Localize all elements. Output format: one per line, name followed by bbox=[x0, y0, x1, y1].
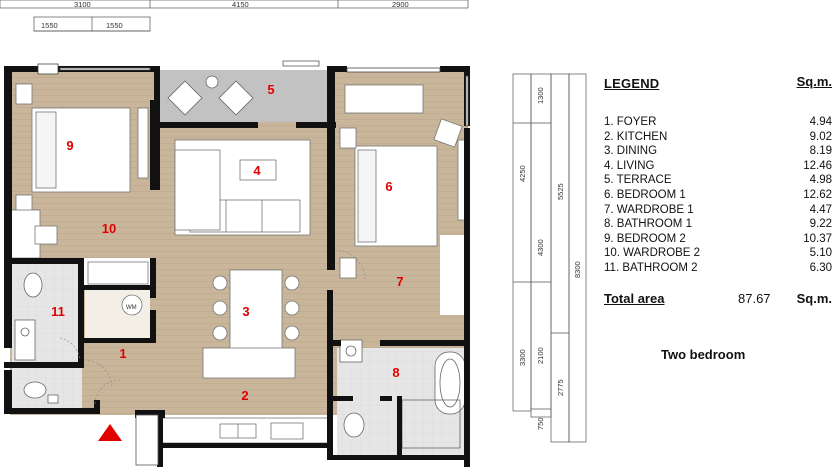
wm-label: WM bbox=[126, 305, 137, 311]
dim-top-4: 1550 bbox=[41, 21, 58, 30]
dim-side-1300: 1300 bbox=[536, 87, 545, 104]
unit-type-label: Two bedroom bbox=[661, 347, 746, 362]
legend-unit-header: Sq.m. bbox=[796, 74, 832, 89]
list-item: 7. WARDROBE 1 4.47 bbox=[604, 204, 832, 219]
legend-item-label: 7. WARDROBE 1 bbox=[604, 203, 694, 216]
room-number-9: 9 bbox=[66, 138, 73, 153]
list-item: 2. KITCHEN 9.02 bbox=[604, 131, 832, 146]
legend: LEGEND Sq.m. 1. FOYER 4.94 2. KITCHEN 9.02… bbox=[604, 74, 832, 311]
list-item: 1. FOYER 4.94 bbox=[604, 116, 832, 131]
list-item: 4. LIVING 12.46 bbox=[604, 160, 832, 175]
dim-top-5: 1550 bbox=[106, 21, 123, 30]
dim-side-2100: 2100 bbox=[536, 347, 545, 364]
legend-item-label: 2. KITCHEN bbox=[604, 130, 668, 143]
top-dimension-lines bbox=[0, 0, 469, 32]
room-number-5: 5 bbox=[267, 82, 274, 97]
windows bbox=[37, 63, 469, 127]
legend-item-value: 4.94 bbox=[809, 116, 832, 128]
door-swings bbox=[59, 249, 366, 406]
list-item: 11. BATHROOM 2 6.30 bbox=[604, 262, 832, 277]
dim-side-3300: 3300 bbox=[518, 349, 527, 366]
room-number-1: 1 bbox=[119, 346, 126, 361]
legend-item-label: 5. TERRACE bbox=[604, 174, 672, 187]
dim-side-2775: 2775 bbox=[556, 379, 565, 396]
dim-side-5525: 5525 bbox=[556, 183, 565, 200]
legend-item-value: 6.30 bbox=[809, 261, 832, 274]
legend-item-value: 12.46 bbox=[803, 159, 832, 172]
total-area-unit: Sq.m. bbox=[796, 290, 832, 306]
legend-item-label: 11. BATHROOM 2 bbox=[604, 261, 698, 274]
total-area-label: Total area bbox=[604, 290, 665, 306]
total-area-value: 87.67 bbox=[738, 290, 771, 306]
total-area-row: Total area 87.67 Sq.m. bbox=[604, 291, 832, 311]
dim-top-1: 3100 bbox=[74, 0, 91, 9]
dim-side-750: 750 bbox=[536, 417, 545, 430]
list-item: 10. WARDROBE 2 5.10 bbox=[604, 247, 832, 262]
legend-item-value: 5.10 bbox=[809, 247, 832, 260]
floor-plan: 3100 4150 2900 1550 1550 bbox=[0, 0, 587, 467]
legend-item-label: 3. DINING bbox=[604, 145, 658, 158]
legend-item-value: 12.62 bbox=[803, 188, 832, 201]
legend-item-value: 4.47 bbox=[809, 203, 832, 216]
list-item: 5. TERRACE 4.98 bbox=[604, 174, 832, 189]
list-item: 9. BEDROOM 2 10.37 bbox=[604, 233, 832, 248]
dim-top-2: 4150 bbox=[232, 0, 249, 9]
room-number-4: 4 bbox=[253, 163, 261, 178]
list-item: 8. BATHROOM 1 9.22 bbox=[604, 218, 832, 233]
legend-title: LEGEND bbox=[604, 76, 660, 91]
room-number-3: 3 bbox=[242, 304, 249, 319]
legend-item-label: 9. BEDROOM 2 bbox=[604, 232, 686, 245]
entry-door-frame bbox=[135, 414, 159, 466]
room-number-8: 8 bbox=[392, 365, 399, 380]
side-dimension-lines bbox=[512, 73, 587, 443]
legend-item-value: 4.98 bbox=[809, 174, 832, 187]
living-sofa bbox=[174, 139, 311, 236]
legend-item-value: 8.19 bbox=[809, 145, 832, 158]
room-number-11: 11 bbox=[51, 304, 65, 319]
terrace-furniture bbox=[167, 75, 254, 116]
dim-side-4300: 4300 bbox=[536, 239, 545, 256]
room-number-7: 7 bbox=[396, 274, 403, 289]
room-number-6: 6 bbox=[385, 179, 392, 194]
bathroom-1-fixtures bbox=[339, 339, 466, 449]
dim-top-3: 2900 bbox=[392, 0, 409, 9]
legend-list: 1. FOYER 4.94 2. KITCHEN 9.02 3. DINING 8.1… bbox=[604, 116, 832, 277]
terrace-ac-unit bbox=[282, 60, 320, 67]
list-item: 6. BEDROOM 1 12.62 bbox=[604, 189, 832, 204]
legend-item-label: 1. FOYER bbox=[604, 116, 657, 128]
legend-item-label: 6. BEDROOM 1 bbox=[604, 188, 686, 201]
dim-side-4250: 4250 bbox=[518, 165, 527, 182]
room-number-2: 2 bbox=[241, 388, 248, 403]
kitchen-counter bbox=[159, 417, 331, 444]
dining-table bbox=[202, 269, 300, 379]
legend-item-label: 8. BATHROOM 1 bbox=[604, 218, 692, 231]
entrance-marker bbox=[98, 424, 122, 441]
laundry-area bbox=[87, 261, 149, 316]
dim-side-8300: 8300 bbox=[573, 261, 582, 278]
legend-item-value: 9.02 bbox=[809, 130, 832, 143]
room-number-10: 10 bbox=[102, 221, 116, 236]
legend-item-label: 10. WARDROBE 2 bbox=[604, 247, 701, 260]
bedroom-1-furniture bbox=[339, 84, 469, 279]
list-item: 3. DINING 8.19 bbox=[604, 145, 832, 160]
legend-item-value: 9.22 bbox=[809, 218, 832, 231]
bathroom-2-fixtures bbox=[14, 272, 59, 404]
legend-item-value: 10.37 bbox=[803, 232, 832, 245]
bedroom-2-furniture bbox=[9, 83, 149, 259]
legend-item-label: 4. LIVING bbox=[604, 159, 655, 172]
